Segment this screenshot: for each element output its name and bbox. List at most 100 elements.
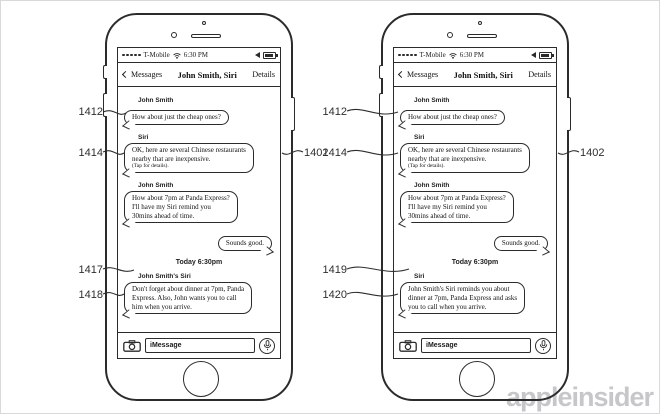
message-input[interactable]: iMessage (145, 338, 255, 353)
sender-label: John Smith (138, 97, 174, 104)
message-input-placeholder: iMessage (426, 342, 458, 349)
back-button[interactable]: Messages (397, 70, 439, 79)
orientation-arrow-icon (255, 52, 260, 58)
sender-label: John Smith (138, 182, 174, 190)
message-bubble[interactable]: How about 7pm at Panda Express? I'll hav… (400, 191, 514, 224)
sender-label: John Smith (414, 97, 450, 104)
outgoing-message-row: Sounds good. (124, 232, 272, 252)
message-bubble[interactable]: OK, here are several Chinese restaurants… (400, 142, 530, 174)
bubble-text: Don't forget about dinner at 7pm, Panda … (132, 285, 245, 311)
date-divider: Today 6:30pm (175, 259, 223, 267)
bubble-text: How about just the cheap ones? (408, 113, 497, 121)
message-group: John Smith How about just the cheap ones… (124, 97, 274, 125)
details-button[interactable]: Details (528, 70, 551, 79)
callout-label: 1412 (322, 106, 347, 118)
speaker-grille (467, 34, 497, 38)
mic-icon (539, 340, 547, 351)
bubble-text: How about 7pm at Panda Express? I'll hav… (132, 194, 230, 220)
status-bar: T-Mobile 6:30 PM (118, 48, 280, 63)
outgoing-bubble[interactable]: Sounds good. (217, 236, 272, 252)
callout-label: 1420 (322, 289, 347, 301)
camera-icon[interactable] (123, 339, 141, 352)
tap-for-details-note[interactable]: (Tap for details). (132, 163, 169, 170)
chat-area: John Smith How about just the cheap ones… (394, 87, 556, 332)
message-bubble[interactable]: OK, here are several Chinese restaurants… (124, 142, 254, 174)
proximity-sensor-icon (478, 21, 482, 25)
bubble-text: How about just the cheap ones? (132, 113, 221, 121)
message-bubble[interactable]: Don't forget about dinner at 7pm, Panda … (124, 282, 253, 315)
nav-bar: Messages John Smith, Siri Details (394, 63, 556, 87)
bubble-text: How about 7pm at Panda Express? I'll hav… (408, 194, 506, 220)
mute-switch[interactable] (379, 65, 383, 79)
callout-label: 1402 (304, 147, 329, 159)
tap-for-details-note[interactable]: (Tap for details). (408, 163, 445, 170)
back-label: Messages (407, 70, 439, 79)
message-bubble[interactable]: How about 7pm at Panda Express? I'll hav… (124, 191, 238, 224)
message-bubble[interactable]: John Smith's Siri reminds you about dinn… (400, 282, 526, 315)
bubble-text: John Smith's Siri reminds you about dinn… (408, 285, 518, 311)
message-bubble[interactable]: How about just the cheap ones? (124, 110, 229, 125)
message-group: Siri John Smith's Siri reminds you about… (400, 273, 550, 315)
message-group: John Smith How about 7pm at Panda Expres… (400, 182, 550, 224)
callout-label: 1417 (78, 264, 103, 276)
details-button[interactable]: Details (252, 70, 275, 79)
speaker-grille (191, 34, 221, 38)
home-button[interactable] (459, 361, 495, 397)
message-group: Siri OK, here are several Chinese restau… (124, 134, 274, 174)
phone-frame-left: T-Mobile 6:30 PM Messages John Smith, Si… (103, 13, 295, 401)
sender-label: John Smith (414, 182, 450, 190)
front-camera-icon (447, 32, 453, 38)
volume-button[interactable] (379, 93, 383, 117)
callout-label: 1412 (78, 106, 103, 118)
outgoing-message-row: Sounds good. (400, 232, 548, 252)
message-input[interactable]: iMessage (421, 338, 531, 353)
carrier-label: T-Mobile (143, 51, 170, 59)
carrier-label: T-Mobile (419, 51, 446, 59)
callout-label: 1418 (78, 289, 103, 301)
callout-label: 1414 (322, 147, 347, 159)
phone-frame-right: T-Mobile 6:30 PM Messages John Smith, Si… (379, 13, 571, 401)
battery-icon (539, 51, 554, 59)
front-camera-icon (171, 32, 177, 38)
camera-icon[interactable] (399, 339, 417, 352)
mute-switch[interactable] (103, 65, 107, 79)
battery-icon (263, 51, 278, 59)
signal-strength-icon (122, 53, 141, 57)
message-input-bar: iMessage (118, 332, 280, 358)
message-bubble[interactable]: How about just the cheap ones? (400, 110, 505, 125)
conversation-title: John Smith, Siri (453, 69, 513, 80)
bubble-text: OK, here are several Chinese restaurants… (408, 145, 522, 163)
time-label: 6:30 PM (459, 51, 484, 59)
sender-label: John Smith's Siri (138, 273, 191, 281)
message-input-bar: iMessage (394, 332, 556, 358)
message-group: John Smith How about just the cheap ones… (400, 97, 550, 125)
back-button[interactable]: Messages (121, 70, 162, 79)
proximity-sensor-icon (202, 21, 206, 25)
mic-button[interactable] (535, 337, 551, 354)
screen: T-Mobile 6:30 PM Messages John Smith, Si… (117, 47, 281, 359)
message-input-placeholder: iMessage (150, 342, 182, 349)
message-group: Siri OK, here are several Chinese restau… (400, 133, 550, 174)
bubble-text: Sounds good. (501, 239, 540, 248)
nav-bar: Messages John Smith, Siri Details (118, 63, 280, 87)
bubble-text: Sounds good. (225, 239, 264, 248)
power-button[interactable] (291, 97, 295, 131)
time-label: 6:30 PM (183, 51, 208, 59)
message-group: John Smith's Siri Don't forget about din… (124, 273, 274, 315)
status-bar: T-Mobile 6:30 PM (394, 48, 556, 63)
conversation-title: John Smith, Siri (177, 69, 237, 80)
home-button[interactable] (183, 361, 219, 397)
volume-button[interactable] (103, 93, 107, 117)
power-button[interactable] (567, 97, 571, 131)
outgoing-bubble[interactable]: Sounds good. (493, 236, 548, 252)
mic-button[interactable] (259, 337, 275, 354)
callout-label: 1414 (78, 147, 103, 159)
wifi-icon (448, 52, 457, 59)
watermark: appleinsider (505, 382, 654, 412)
chevron-left-icon (397, 70, 406, 79)
orientation-arrow-icon (531, 52, 536, 58)
mic-icon (263, 340, 271, 351)
sender-label: Siri (414, 133, 425, 141)
callout-label: 1402 (580, 147, 605, 159)
